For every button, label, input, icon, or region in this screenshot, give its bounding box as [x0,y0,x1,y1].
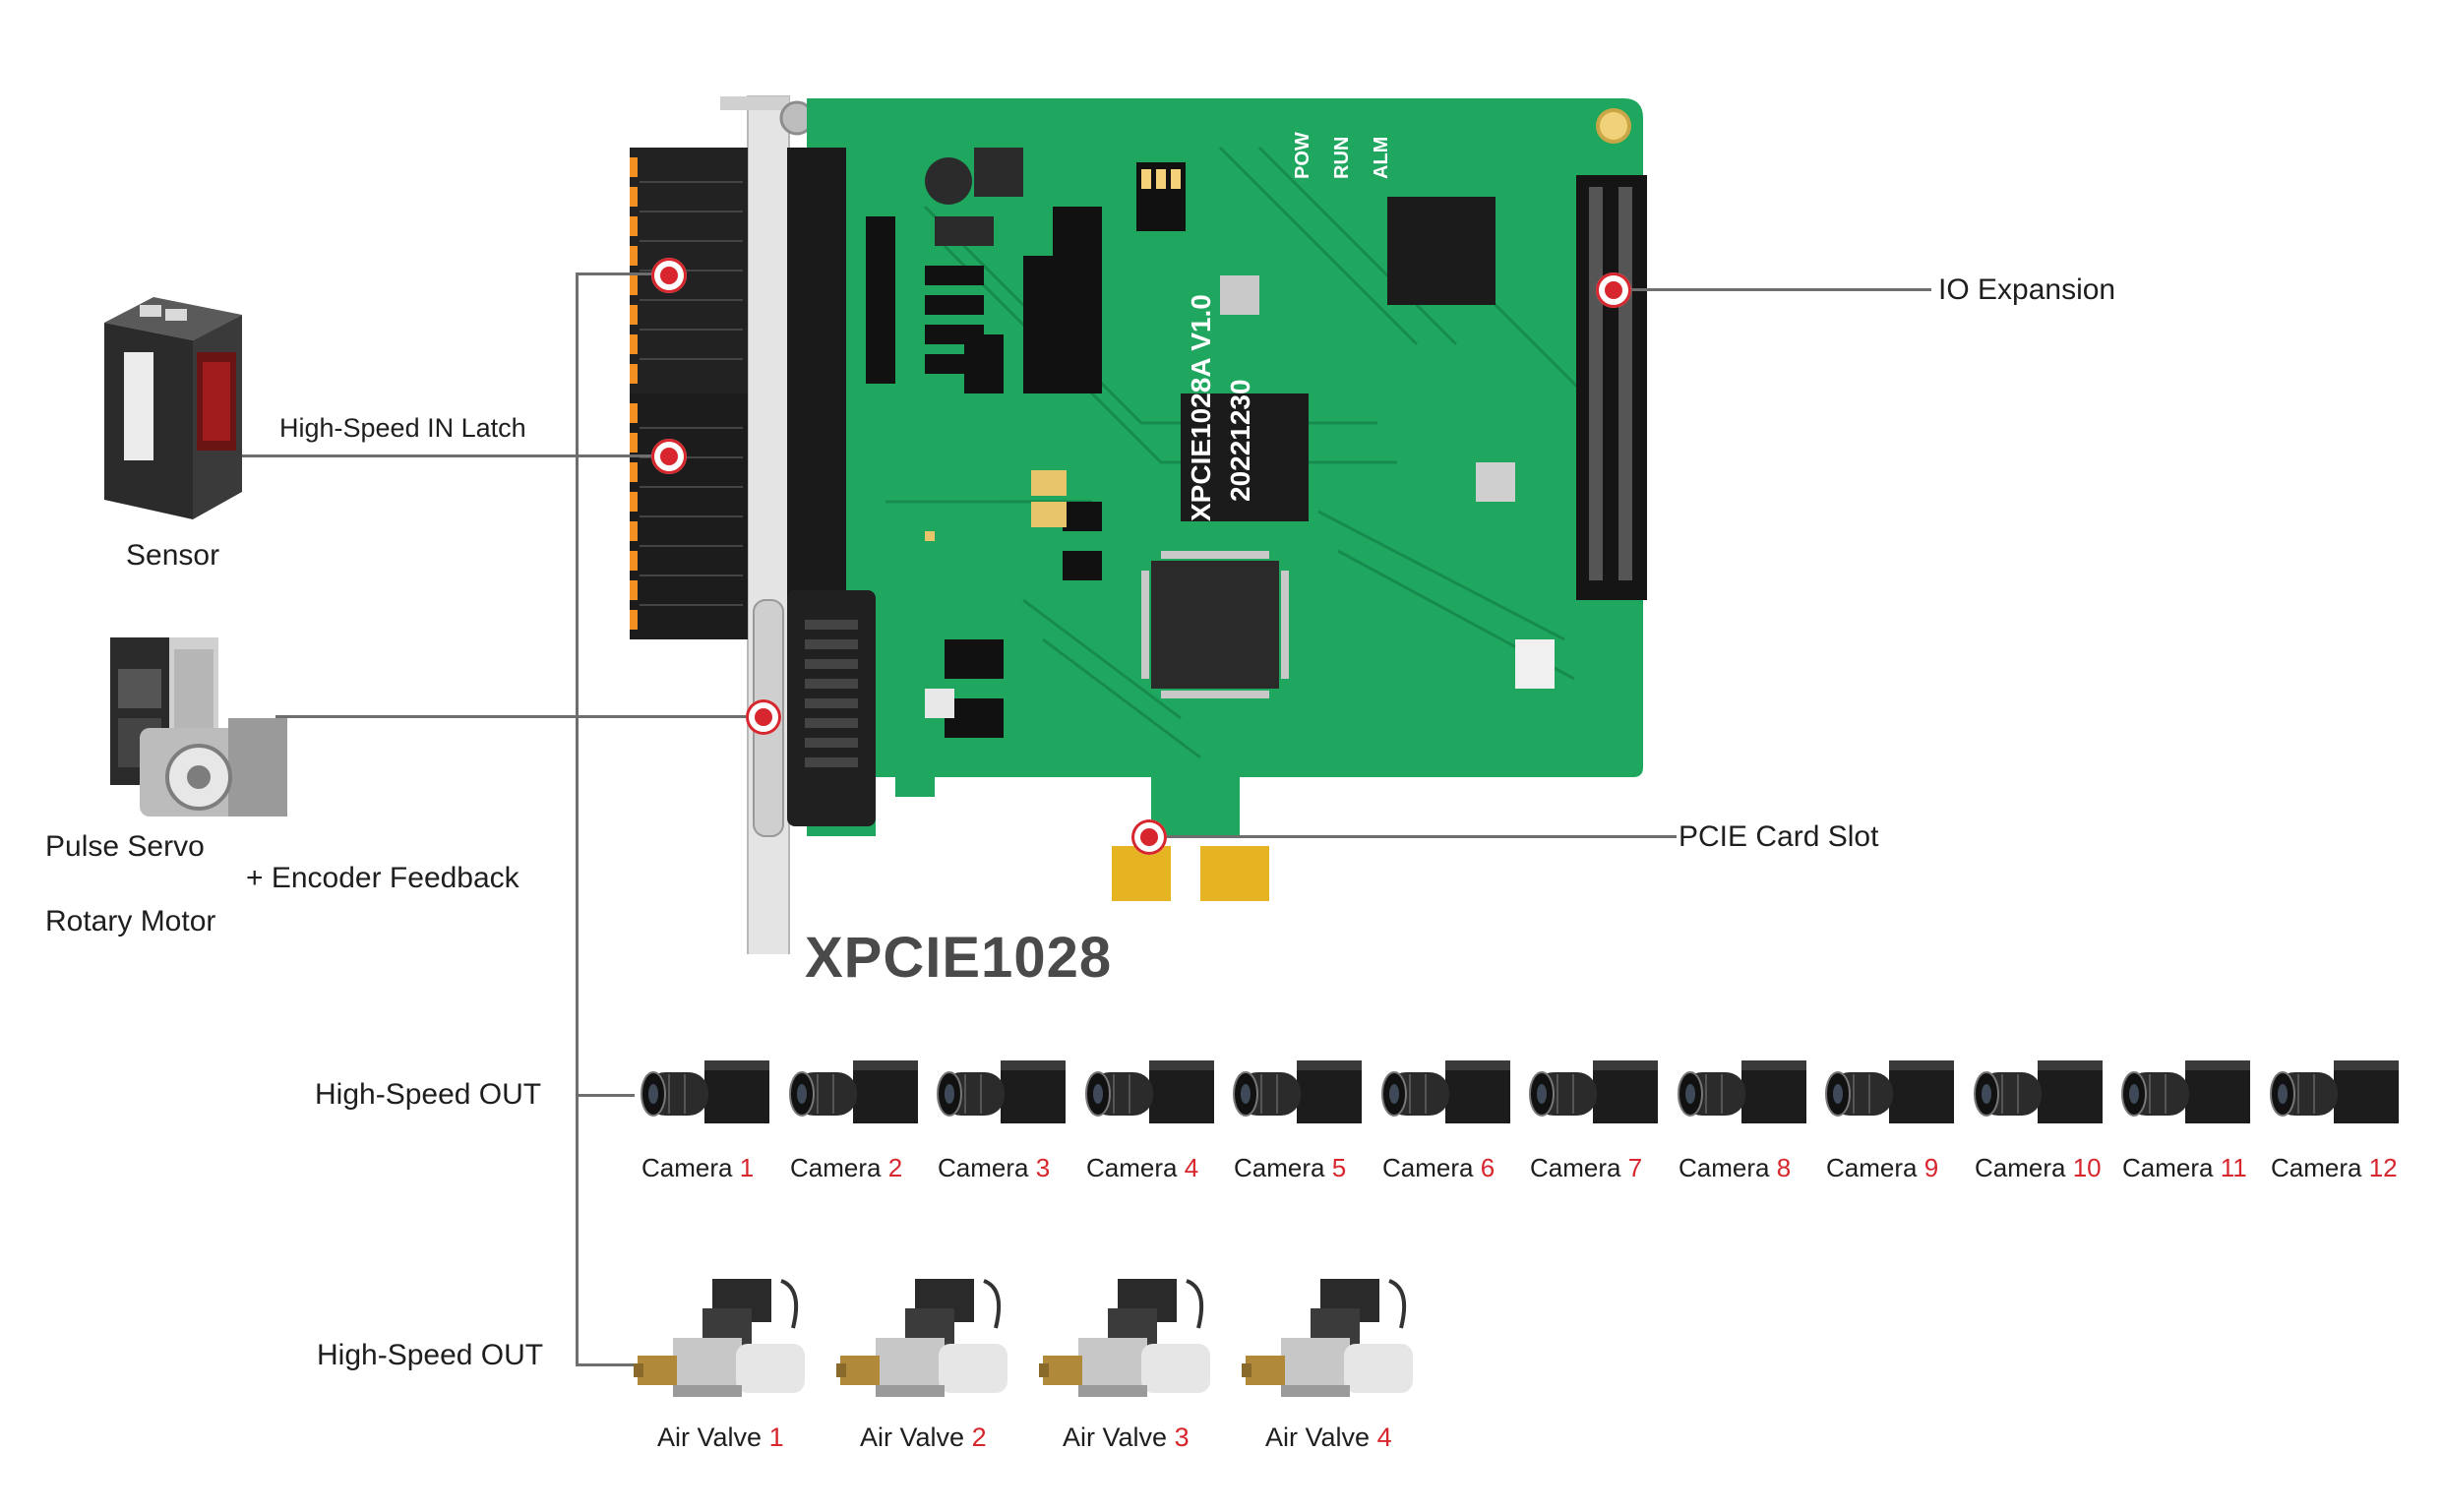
camera-icon [1677,1057,1808,1129]
servo-label-line2: Rotary Motor [45,905,216,937]
camera-icon [2269,1057,2401,1129]
camera-label: Camera 5 [1234,1153,1346,1183]
air-valve-icon [1039,1269,1216,1417]
silk-led-alm: ALM [1371,137,1392,179]
camera-name: Camera [938,1153,1029,1182]
camera-number: 12 [2368,1153,2398,1182]
camera-number: 2 [887,1153,903,1182]
air-valve-number: 1 [768,1422,784,1452]
out-cameras-label: High-Speed OUT [315,1078,542,1111]
camera-name: Camera [1234,1153,1325,1182]
camera-number: 10 [2072,1153,2102,1182]
camera-name: Camera [1530,1153,1621,1182]
air-valve-label: Air Valve 2 [860,1422,987,1453]
camera-label: Camera 12 [2271,1153,2398,1183]
pcb-board: XPCIE1028A V1.0 20221230 POW RUN ALM [630,89,1653,954]
out-valves-label: High-Speed OUT [317,1339,544,1371]
air-valve-name: Air Valve [1265,1422,1371,1452]
camera-label: Camera 3 [938,1153,1050,1183]
camera-icon [936,1057,1068,1129]
camera-label: Camera 7 [1530,1153,1642,1183]
air-valve-label: Air Valve 1 [657,1422,784,1453]
camera-label: Camera 6 [1382,1153,1495,1183]
camera-name: Camera [641,1153,733,1182]
camera-label: Camera 1 [641,1153,754,1183]
encoder-label: + Encoder Feedback [246,862,519,894]
latch-line [238,454,667,457]
io-expansion-line [1623,288,1931,291]
pcie-slot-label: PCIE Card Slot [1679,820,1879,853]
encoder-line [275,715,758,718]
out-valves-line [576,1363,635,1366]
camera-name: Camera [1975,1153,2066,1182]
camera-label: Camera 11 [2122,1153,2247,1183]
camera-icon [788,1057,920,1129]
pcie-line [1151,835,1677,838]
air-valve-label: Air Valve 4 [1265,1422,1392,1453]
camera-icon [1528,1057,1660,1129]
io-expansion-marker-icon[interactable] [1596,272,1631,308]
latch-top-marker-icon[interactable] [651,258,687,293]
camera-number: 9 [1923,1153,1939,1182]
camera-icon [1380,1057,1512,1129]
camera-name: Camera [2122,1153,2214,1182]
silk-date: 20221230 [1225,379,1255,502]
camera-label: Camera 2 [790,1153,902,1183]
board-title: XPCIE1028 [805,926,1113,990]
sensor-label: Sensor [126,539,220,572]
camera-number: 8 [1776,1153,1792,1182]
camera-icon [1973,1057,2105,1129]
camera-number: 4 [1184,1153,1199,1182]
air-valve-label: Air Valve 3 [1063,1422,1190,1453]
out-cameras-line [576,1094,635,1097]
silk-led-run: RUN [1331,137,1353,179]
camera-icon [2120,1057,2252,1129]
air-valve-icon [836,1269,1013,1417]
camera-number: 5 [1331,1153,1347,1182]
air-valve-number: 4 [1376,1422,1392,1452]
camera-label: Camera 8 [1679,1153,1791,1183]
camera-name: Camera [790,1153,882,1182]
camera-name: Camera [1382,1153,1474,1182]
camera-label: Camera 4 [1086,1153,1198,1183]
camera-number: 1 [739,1153,755,1182]
camera-label: Camera 9 [1826,1153,1938,1183]
sensor-icon [94,283,246,519]
camera-name: Camera [2271,1153,2362,1182]
camera-icon [1084,1057,1216,1129]
camera-number: 7 [1627,1153,1643,1182]
camera-name: Camera [1086,1153,1178,1182]
air-valve-icon [1242,1269,1419,1417]
air-valve-name: Air Valve [1063,1422,1168,1452]
air-valve-name: Air Valve [657,1422,763,1452]
camera-icon [640,1057,771,1129]
encoder-marker-icon[interactable] [746,699,781,735]
camera-name: Camera [1679,1153,1770,1182]
silk-led-pow: POW [1292,132,1313,179]
servo-icon [81,630,293,822]
latch-branch-top [576,272,666,275]
latch-label: High-Speed IN Latch [279,413,526,443]
servo-label-line1: Pulse Servo [45,830,205,863]
air-valve-number: 3 [1174,1422,1190,1452]
air-valve-number: 2 [971,1422,987,1452]
camera-number: 11 [2220,1153,2247,1182]
silk-model: XPCIE1028A V1.0 [1186,294,1216,521]
air-valve-icon [634,1269,811,1417]
camera-name: Camera [1826,1153,1918,1182]
air-valve-name: Air Valve [860,1422,965,1452]
io-expansion-label: IO Expansion [1938,273,2116,306]
camera-icon [1824,1057,1956,1129]
latch-bottom-marker-icon[interactable] [651,439,687,474]
camera-label: Camera 10 [1975,1153,2102,1183]
pcie-slot-marker-icon[interactable] [1131,819,1167,855]
camera-number: 3 [1035,1153,1051,1182]
camera-number: 6 [1480,1153,1496,1182]
camera-icon [1232,1057,1364,1129]
bus-vertical-line [576,272,579,1366]
